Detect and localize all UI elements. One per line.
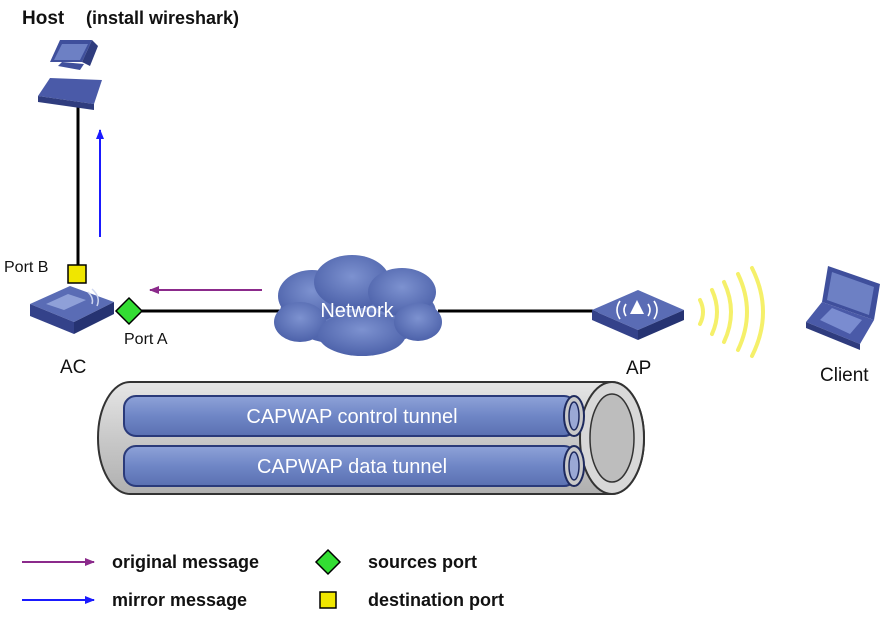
client-label: Client [820, 365, 869, 386]
host-note: (install wireshark) [86, 8, 240, 28]
ac-device-icon [30, 286, 114, 334]
ap-label: AP [626, 358, 652, 379]
legend-original-label: original message [112, 552, 259, 572]
ac-label: AC [60, 357, 87, 378]
port-a-label: Port A [124, 331, 168, 348]
capwap-control-tunnel-label: CAPWAP control tunnel [246, 406, 457, 428]
network-label: Network [320, 300, 394, 322]
legend-source-marker [314, 548, 342, 576]
legend-mirror-label: mirror message [112, 590, 247, 610]
port-a-source-marker [114, 296, 144, 326]
legend-destination-label: destination port [368, 590, 504, 610]
port-b-destination-marker [67, 264, 87, 284]
host-computer-icon [38, 40, 102, 110]
client-laptop-icon [806, 266, 880, 350]
host-title: Host [22, 8, 65, 29]
capwap-data-tunnel-label: CAPWAP data tunnel [257, 456, 447, 478]
capwap-data-tunnel [123, 445, 585, 487]
legend-source-label: sources port [368, 552, 477, 572]
wireless-signal-icon [698, 266, 765, 358]
ap-device-icon [592, 290, 684, 340]
legend-destination-marker [319, 591, 337, 609]
port-b-label: Port B [4, 259, 49, 276]
capwap-control-tunnel [123, 395, 585, 437]
network-cloud-icon [274, 255, 442, 356]
